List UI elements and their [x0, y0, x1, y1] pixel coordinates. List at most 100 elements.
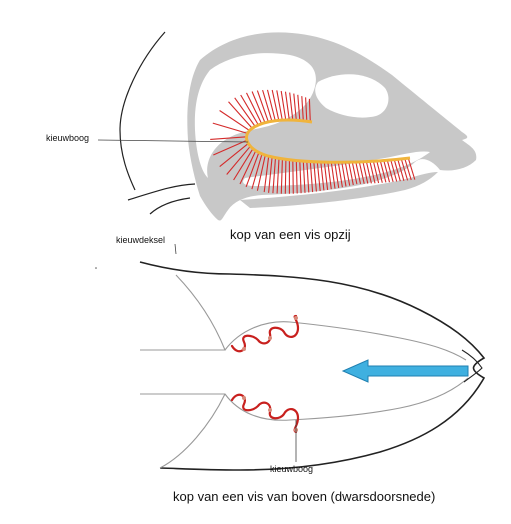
gill-filament [297, 94, 301, 121]
gill-arch [245, 118, 411, 164]
gill-filament [289, 92, 294, 121]
water-flow-arrow [341, 359, 469, 383]
label-gill-cover: kieuwdeksel [116, 235, 166, 245]
gill-filament [306, 161, 310, 193]
gill-filament [251, 91, 266, 123]
gill-filament [284, 159, 287, 194]
gill-filament [276, 158, 280, 194]
gill-loop-dot [268, 336, 272, 340]
label-gill-arch-top: kieuwboog [46, 133, 90, 143]
gill-loop-dot [294, 316, 298, 320]
gill-filament [233, 148, 254, 181]
gill-filament [280, 90, 287, 121]
gill-filament [299, 160, 302, 194]
gill-filament [397, 159, 405, 181]
gill-arch-pointer-line [97, 139, 249, 143]
gill-filament [245, 152, 260, 188]
gill-filament [271, 89, 280, 121]
gill-loops-lower [230, 393, 300, 434]
gill-filament [341, 162, 347, 187]
gill-filament [228, 101, 253, 129]
gill-filament [301, 96, 304, 121]
gill-filament [293, 93, 297, 121]
gill-filament [305, 97, 308, 122]
gill-filament [337, 162, 343, 188]
gill-filament [212, 122, 248, 134]
gill-filament [272, 157, 277, 194]
gill-filament [308, 98, 311, 122]
gill-loop-dot [242, 347, 246, 351]
outer-outline [139, 261, 486, 471]
gill-filament [284, 91, 290, 121]
gill-filament [240, 94, 259, 126]
gill-filament [295, 160, 298, 194]
gill-filament [251, 153, 263, 190]
gill-filament [383, 160, 391, 183]
gill-filament [280, 158, 283, 194]
gill-filament [407, 158, 416, 180]
gill-cavity [194, 53, 316, 178]
gill-filament [386, 160, 394, 183]
inner-cavity-outline [140, 274, 226, 351]
gill-filament [355, 161, 362, 185]
body-outline-lower [127, 183, 196, 201]
gill-filament [309, 161, 314, 193]
gill-loop-dot [242, 396, 246, 400]
gill-filament [268, 156, 273, 193]
gill-filament [316, 161, 321, 192]
gill-filament [327, 162, 332, 190]
inner-cavity-lower [140, 377, 469, 421]
gill-filament [365, 161, 372, 184]
head-outline [119, 31, 166, 191]
gill-filament [219, 110, 250, 131]
gill-filament [263, 156, 270, 193]
gill-loop-dot [268, 408, 272, 412]
gill-filament [390, 159, 398, 182]
gill-filament [292, 160, 294, 194]
pectoral-fin-outline [149, 197, 191, 215]
gill-filament [266, 89, 276, 121]
gill-filament [213, 139, 248, 156]
gill-filament [344, 162, 351, 186]
gill-filament [262, 89, 273, 122]
gill-filament [358, 161, 365, 184]
gill-filament [351, 161, 358, 185]
gill-cover-pointer [174, 243, 177, 255]
gill-filament [276, 90, 283, 121]
gill-filament [226, 145, 251, 175]
lower-jaw [240, 172, 438, 208]
gill-filament [323, 162, 329, 190]
gill-filament [302, 161, 306, 193]
gill-filament [239, 150, 257, 185]
stray-dot [95, 267, 97, 269]
gill-filament [348, 162, 354, 186]
gill-loops-upper [230, 314, 300, 353]
gill-filament [404, 158, 412, 181]
gill-filament [256, 90, 269, 123]
gill-filament [320, 161, 325, 191]
gill-filament [362, 161, 369, 184]
label-gill-arch-bottom: kieuwboog [270, 464, 314, 474]
fish-head-top-view [95, 243, 486, 471]
gill-filament [376, 160, 383, 183]
inner-cavity-upper [224, 321, 467, 361]
gill-filament [400, 158, 409, 181]
gill-filaments [210, 89, 416, 194]
gill-filament [330, 162, 336, 189]
gill-filament [379, 160, 387, 183]
caption-top-view: kop van een vis van boven (dwarsdoorsned… [173, 489, 436, 504]
gill-filament [234, 97, 256, 127]
inner-cavity-lower-outer [159, 393, 226, 469]
gill-filament [246, 92, 263, 124]
gill-filament [210, 136, 247, 140]
gill-filament [219, 142, 249, 168]
eye-orbit [315, 74, 389, 118]
snout-tip [461, 349, 483, 383]
gill-filament [334, 162, 340, 188]
gill-filament [393, 159, 401, 182]
caption-side-view: kop van een vis opzij [230, 227, 351, 242]
gill-filament [313, 161, 317, 192]
fish-head-side-view [97, 31, 477, 221]
